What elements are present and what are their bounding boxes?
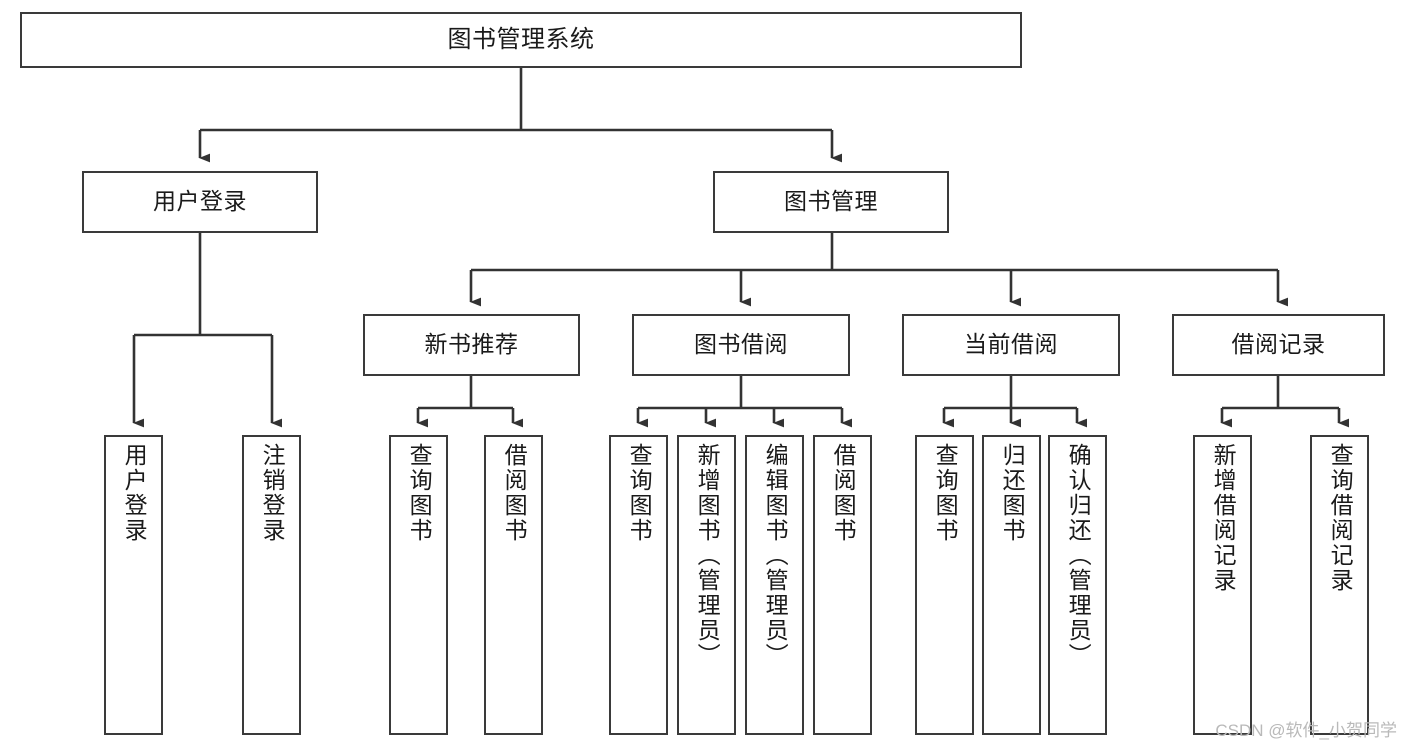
node-label: 查询借阅记录 [1327, 443, 1354, 593]
node-book-borrow[interactable]: 图书借阅 [632, 314, 850, 376]
leaf-add-book-admin[interactable]: 新增图书（管理员） [677, 435, 736, 735]
node-label: 当前借阅 [964, 331, 1058, 358]
leaf-query-book-borrow[interactable]: 查询图书 [609, 435, 668, 735]
node-user-login[interactable]: 用户登录 [82, 171, 318, 233]
leaf-borrow-book[interactable]: 借阅图书 [813, 435, 872, 735]
node-label: 确认归还（管理员） [1065, 443, 1092, 668]
leaf-edit-book-admin[interactable]: 编辑图书（管理员） [745, 435, 804, 735]
leaf-return-book[interactable]: 归还图书 [982, 435, 1041, 735]
leaf-confirm-return-admin[interactable]: 确认归还（管理员） [1048, 435, 1107, 735]
node-new-book-recommendation[interactable]: 新书推荐 [363, 314, 580, 376]
node-label: 查询图书 [626, 443, 653, 543]
leaf-user-login[interactable]: 用户登录 [104, 435, 163, 735]
leaf-add-borrow-record[interactable]: 新增借阅记录 [1193, 435, 1252, 735]
node-root-system[interactable]: 图书管理系统 [20, 12, 1022, 68]
node-book-management[interactable]: 图书管理 [713, 171, 949, 233]
node-label: 归还图书 [999, 443, 1026, 543]
leaf-borrow-book-newbook[interactable]: 借阅图书 [484, 435, 543, 735]
csdn-watermark: CSDN @软件_小贺同学 [1215, 721, 1397, 740]
node-label: 借阅记录 [1231, 331, 1326, 358]
node-label: 新增图书（管理员） [694, 443, 721, 668]
node-label: 用户登录 [121, 443, 148, 543]
node-current-borrow[interactable]: 当前借阅 [902, 314, 1120, 376]
node-label: 图书管理 [784, 188, 878, 215]
node-label: 借阅图书 [830, 443, 857, 543]
node-label: 查询图书 [406, 443, 433, 543]
leaf-query-book-current[interactable]: 查询图书 [915, 435, 974, 735]
node-label: 编辑图书（管理员） [762, 443, 789, 668]
node-label: 新书推荐 [424, 331, 519, 358]
node-label: 查询图书 [932, 443, 959, 543]
node-label: 借阅图书 [501, 443, 528, 543]
leaf-query-borrow-record[interactable]: 查询借阅记录 [1310, 435, 1369, 735]
leaf-logout[interactable]: 注销登录 [242, 435, 301, 735]
node-label: 图书借阅 [694, 331, 788, 358]
node-label: 新增借阅记录 [1210, 443, 1237, 593]
node-label: 用户登录 [153, 188, 247, 215]
node-label: 注销登录 [259, 443, 286, 543]
node-borrow-records[interactable]: 借阅记录 [1172, 314, 1385, 376]
node-label: 图书管理系统 [447, 25, 595, 53]
leaf-query-book-newbook[interactable]: 查询图书 [389, 435, 448, 735]
